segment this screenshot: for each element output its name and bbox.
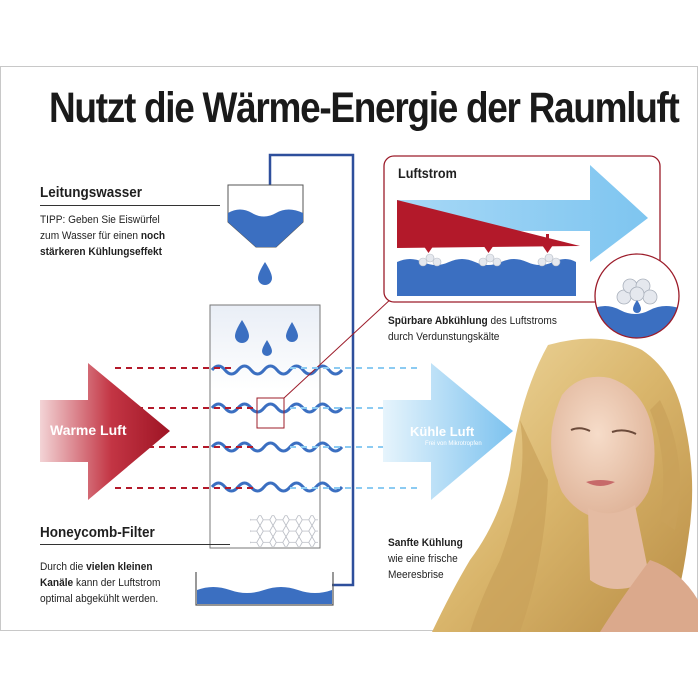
diagram-frame: [0, 66, 698, 631]
filter-waves: [210, 364, 344, 493]
honeycomb-text: Durch die vielen kleinen Kanäle kann der…: [40, 561, 161, 605]
honeycomb-filter: [250, 515, 318, 547]
woman-photo: [432, 338, 698, 632]
filter-wave-2: [210, 402, 344, 414]
luftstrom-heading: Luftstrom: [398, 165, 457, 181]
filter-wave-1: [210, 364, 344, 376]
water-funnel: [227, 184, 304, 248]
sanfte-kuehlung-text: Sanfte Kühlung wie eine frische Meeresbr…: [388, 537, 463, 581]
water-pipe: [268, 153, 355, 587]
cool-air-label: Kühle Luft: [410, 424, 475, 439]
filter-wave-4: [210, 481, 344, 493]
abkuehlung-text: Spürbare Abkühlung des Luftstroms durch …: [388, 315, 557, 343]
water-basin: [195, 572, 334, 606]
filter-wave-3: [210, 441, 344, 453]
warm-air-label: Warme Luft: [50, 422, 127, 438]
luftstrom-inset: [383, 155, 661, 303]
warm-air-arrow: [40, 363, 170, 500]
leitungswasser-underline: [40, 205, 220, 206]
cool-air-arrow: [383, 363, 513, 500]
honeycomb-underline: [40, 544, 230, 545]
tip-text: TIPP: Geben Sie Eiswürfel zum Wasser für…: [40, 214, 166, 258]
zoom-marker: [256, 397, 285, 429]
water-drop-icon: [258, 262, 272, 285]
filter-column: [209, 304, 321, 549]
leitungswasser-heading: Leitungswasser: [40, 184, 143, 201]
droplet-zoom-circle: [594, 253, 680, 339]
cool-air-sublabel: Frei von Mikrotropfen: [425, 441, 482, 447]
page-title: Nutzt die Wärme-Energie der Raumluft: [49, 84, 680, 132]
filter-drops: [235, 320, 298, 356]
honeycomb-heading: Honeycomb-Filter: [40, 524, 155, 541]
